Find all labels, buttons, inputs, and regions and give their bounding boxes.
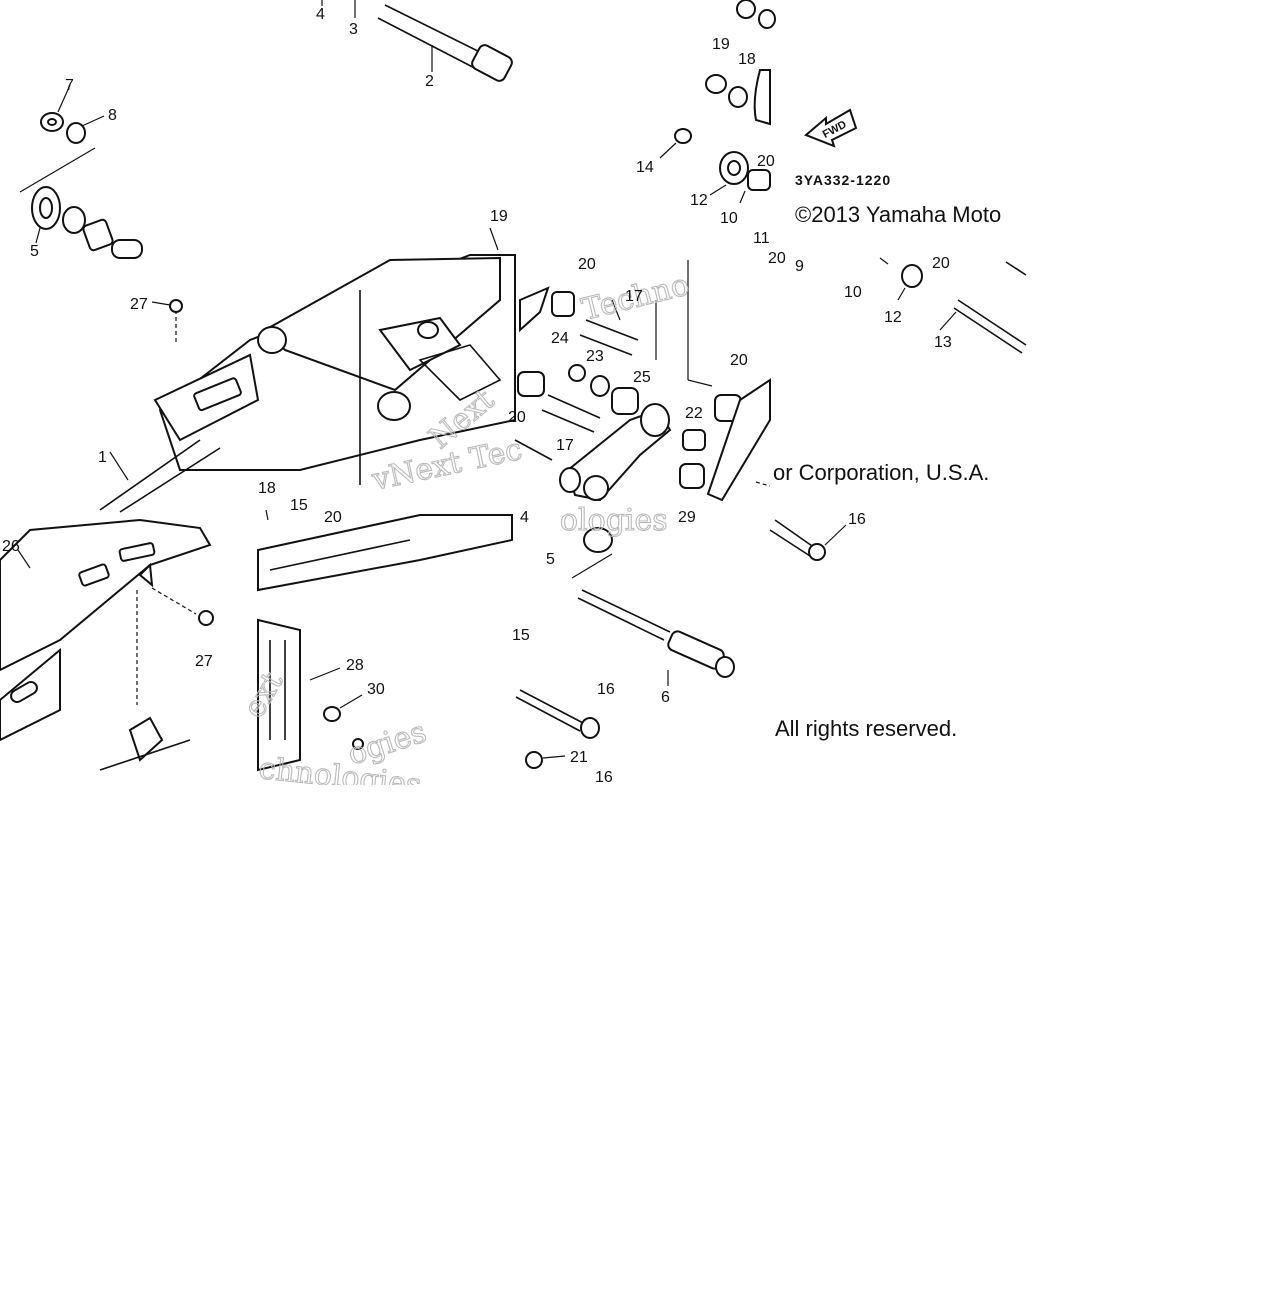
callout-number: 11 — [753, 230, 770, 247]
callout-number: 9 — [795, 258, 804, 275]
callout-number: 16 — [595, 769, 613, 786]
callout-number: 19 — [712, 36, 730, 53]
callout-number: 14 — [636, 159, 654, 176]
callout-number: 6 — [661, 689, 670, 706]
callout-number: 20 — [768, 250, 786, 267]
callout-number: 5 — [546, 551, 555, 568]
callout-number: 3 — [349, 21, 358, 38]
callout-number: 26 — [2, 538, 20, 555]
pivot-shaft-group — [321, 0, 513, 82]
relay-arm-group — [514, 260, 771, 502]
callout-number: 10 — [844, 284, 862, 301]
callout-number: 10 — [720, 210, 738, 227]
callout-number: 25 — [633, 369, 651, 386]
callout-number: 30 — [367, 681, 385, 698]
callout-number: 24 — [551, 330, 569, 347]
swingarm-lower — [257, 509, 513, 772]
callout-number: 21 — [570, 749, 588, 766]
copyright-line-2: or Corporation, U.S.A. — [773, 460, 989, 485]
fwd-arrow-icon: FWD — [804, 108, 858, 148]
callout-number: 19 — [490, 208, 508, 225]
callout-number: 12 — [884, 309, 902, 326]
callout-number: 12 — [690, 192, 708, 209]
callout-labels: 4 3 2 7 8 5 19 18 14 12 20 10 11 19 27 2… — [2, 6, 952, 786]
callout-number: 27 — [130, 296, 148, 313]
callout-number: 8 — [108, 107, 117, 124]
callout-number: 2 — [425, 73, 434, 90]
callout-number: 20 — [757, 153, 775, 170]
callout-number: 17 — [625, 288, 643, 305]
callout-number: 27 — [195, 653, 213, 670]
bolt-set-right — [769, 257, 1027, 561]
callout-number: 7 — [65, 77, 74, 94]
callout-number: 16 — [597, 681, 615, 698]
callout-number: 23 — [586, 348, 604, 365]
callout-number: 22 — [685, 405, 703, 422]
callout-number: 15 — [512, 627, 530, 644]
callout-number: 28 — [346, 657, 364, 674]
callout-number: 20 — [508, 409, 526, 426]
callout-number: 18 — [258, 480, 276, 497]
callout-number: 13 — [934, 334, 952, 351]
callout-number: 5 — [30, 243, 39, 260]
callout-number: 20 — [932, 255, 950, 272]
callout-number: 20 — [730, 352, 748, 369]
lower-link-bolts — [515, 527, 735, 769]
svg-text:ologies: ologies — [560, 503, 668, 538]
swingarm — [99, 227, 516, 513]
chain-guard — [0, 518, 214, 771]
callout-number: 29 — [678, 509, 696, 526]
callout-number: 17 — [556, 437, 574, 454]
bush-set-upper — [659, 0, 776, 204]
callout-number: 15 — [290, 497, 308, 514]
callout-number: 4 — [316, 6, 325, 23]
copyright-line-3: All rights reserved. — [775, 716, 957, 741]
callout-number: 20 — [324, 509, 342, 526]
callout-number: 18 — [738, 51, 756, 68]
callout-number: 4 — [520, 509, 529, 526]
callout-number: 1 — [98, 449, 107, 466]
copyright-line-1: ©2013 Yamaha Moto — [795, 202, 1001, 227]
callout-number: 16 — [848, 511, 866, 528]
part-code: 3YA332-1220 — [795, 172, 891, 188]
callout-number: 20 — [578, 256, 596, 273]
nut-washer-group — [19, 84, 143, 259]
